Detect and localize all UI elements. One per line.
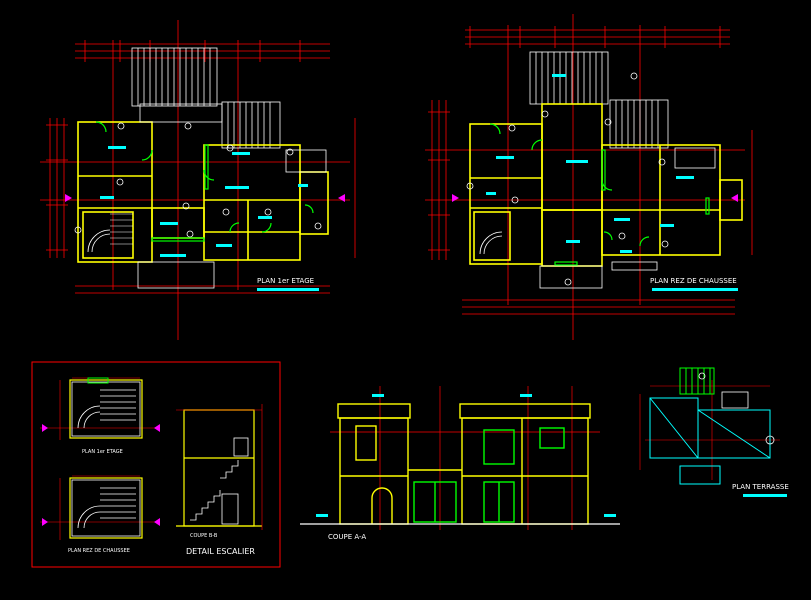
detail-plan-rez-de-chaussee: PLAN REZ DE CHAUSSEE	[40, 475, 160, 554]
plan-rez-de-chaussee-title-underline	[652, 288, 738, 291]
coupe-aa: COUPE A-A	[300, 386, 620, 541]
plan-1er-etage: PLAN 1er ETAGE	[40, 20, 356, 340]
detail-coupe-bb: COUPE B-B	[176, 404, 263, 539]
plan-terrasse: PLAN TERRASSE	[639, 367, 789, 497]
plan-rez-de-chaussee: PLAN REZ DE CHAUSSEE	[425, 14, 753, 340]
detail-escalier-sheet: PLAN 1er ETAGE PLAN REZ DE CHAUSSEE	[31, 361, 281, 568]
coupe-aa-title: COUPE A-A	[328, 533, 366, 541]
plan-terrasse-title: PLAN TERRASSE	[732, 483, 789, 491]
plan-terrasse-title-underline	[743, 494, 787, 497]
plan-1er-etage-title: PLAN 1er ETAGE	[257, 277, 314, 285]
plan-1er-etage-title-underline	[257, 288, 319, 291]
detail-plan-1er-etage: PLAN 1er ETAGE	[40, 377, 160, 455]
detail-plan-1er-etage-title: PLAN 1er ETAGE	[82, 449, 123, 455]
detail-escalier-title: DETAIL ESCALIER	[186, 547, 255, 556]
detail-frame	[31, 361, 281, 568]
coupe-bb-title: COUPE B-B	[190, 533, 218, 539]
plan-rez-de-chaussee-title: PLAN REZ DE CHAUSSEE	[650, 277, 737, 285]
detail-plan-rez-de-chaussee-title: PLAN REZ DE CHAUSSEE	[68, 548, 130, 554]
